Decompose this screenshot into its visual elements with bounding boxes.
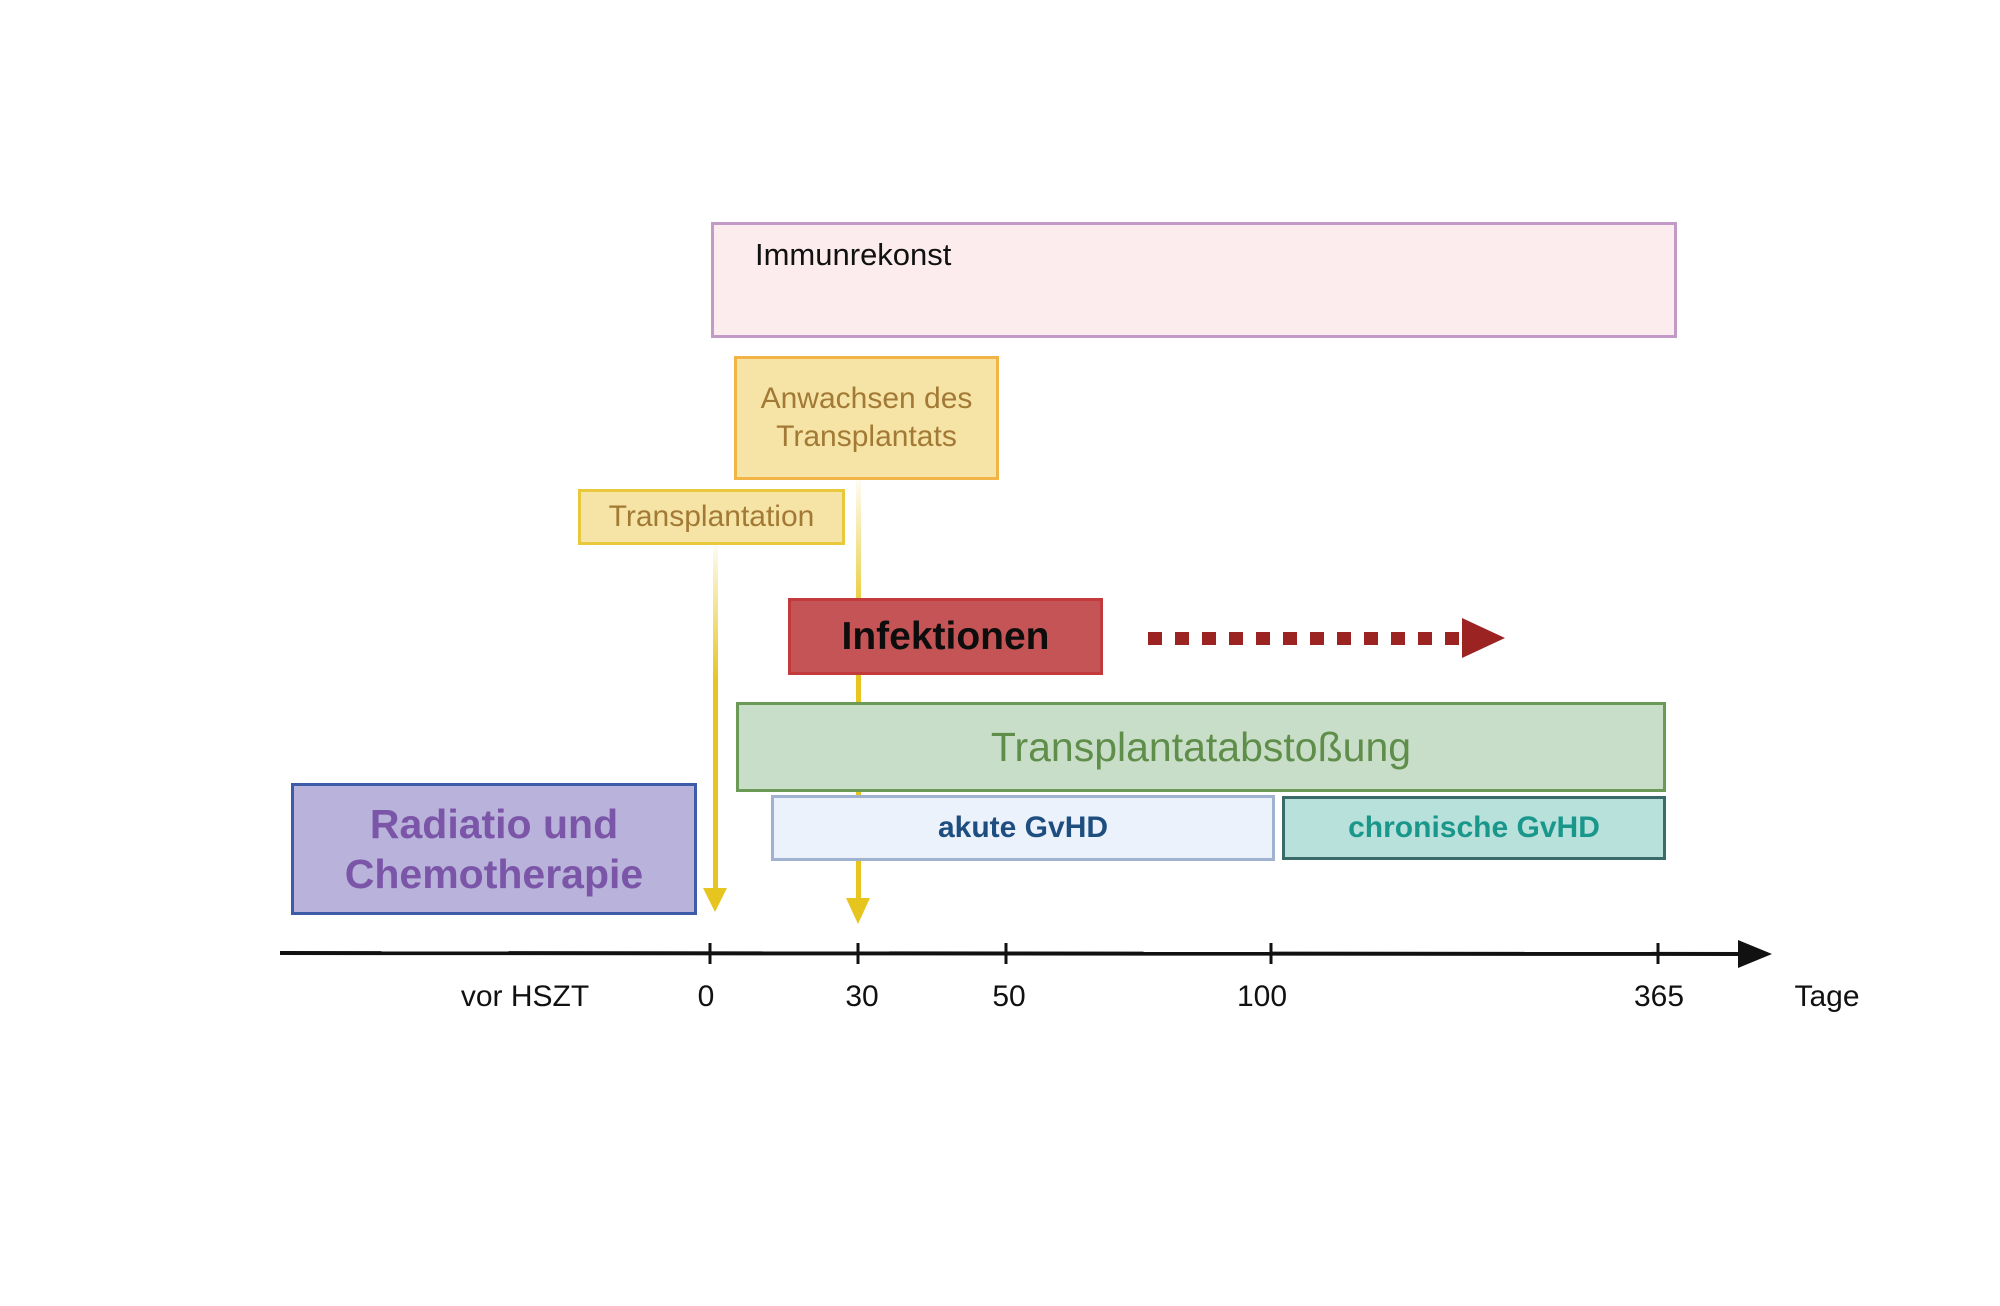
infection-continuation-arrow: [1148, 618, 1505, 658]
axis-tick-label-100: 100: [1236, 980, 1288, 1013]
axis-tick-label-365: 365: [1633, 980, 1685, 1013]
chronic-gvhd-label: chronische GvHD: [1348, 811, 1600, 844]
axis-label-before-hsct: vor HSZT: [460, 980, 590, 1013]
infections-box: Infektionen: [788, 598, 1103, 675]
axis-tick-label-50: 50: [992, 980, 1026, 1013]
transplantation-box: Transplantation: [578, 489, 845, 545]
acute-gvhd-label: akute GvHD: [937, 811, 1109, 844]
engraftment-marker-arrow: [846, 480, 870, 924]
immunrekonstitution-label: Immunrekonst: [755, 237, 952, 272]
axis-tick-label-30: 30: [845, 980, 879, 1013]
time-axis: [279, 940, 1772, 968]
graft-rejection-label: Transplantatabstoßung: [990, 723, 1412, 770]
transplantation-marker-arrow: [703, 545, 727, 912]
engraftment-label: Anwachsen des Transplantats: [760, 382, 973, 453]
transplantation-label: Transplantation: [608, 500, 815, 533]
immunrekonstitution-box: Immunrekonst: [711, 222, 1677, 338]
infections-label: Infektionen: [841, 614, 1050, 658]
chronic-gvhd-box: chronische GvHD: [1282, 796, 1666, 860]
engraftment-box: Anwachsen des Transplantats: [734, 356, 999, 480]
radiation-chemotherapy-box: Radiatio und Chemotherapie: [291, 783, 697, 915]
acute-gvhd-box: akute GvHD: [771, 795, 1275, 861]
graft-rejection-box: Transplantatabstoßung: [736, 702, 1666, 792]
axis-unit-label: Tage: [1794, 980, 1860, 1013]
axis-tick-label-0: 0: [697, 980, 715, 1013]
radiation-chemotherapy-label: Radiatio und Chemotherapie: [344, 801, 644, 897]
